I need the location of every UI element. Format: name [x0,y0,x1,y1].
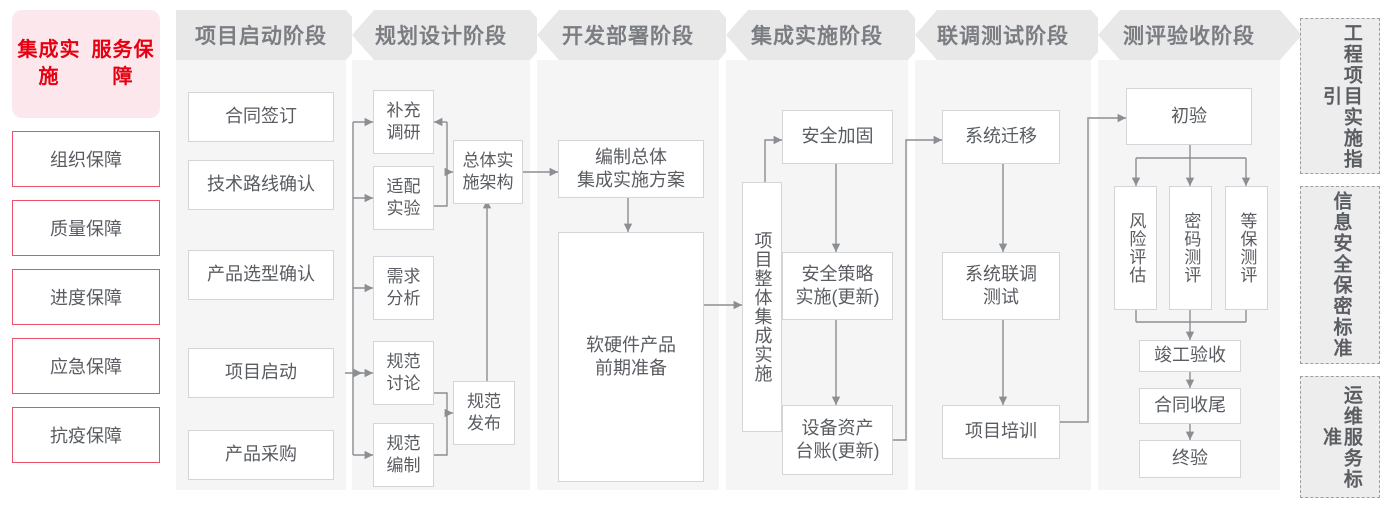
chevron-notch-icon-5 [915,10,937,60]
phase-header-1[interactable]: 项目启动阶段 [176,10,368,60]
chevron-notch-icon-2 [352,10,374,60]
phase-header-wrap-1: 项目启动阶段 [176,10,368,60]
chevron-notch-icon-4 [726,10,748,60]
phase-header-wrap-5: 联调测试阶段 [915,10,1113,60]
node-preliminary-acceptance[interactable]: 初验 [1126,88,1252,145]
brand-card: 集成实施 服务保障 [12,10,160,118]
node-product-selection-confirm[interactable]: 产品选型确认 [188,250,334,300]
phase-title-6: 测评验收阶段 [1123,25,1255,48]
phase-header-wrap-2: 规划设计阶段 [352,10,552,60]
phase-header-3[interactable]: 开发部署阶段 [537,10,741,60]
phase-title-5: 联调测试阶段 [937,25,1069,48]
node-compile-overall-integration-plan[interactable]: 编制总体 集成实施方案 [558,140,704,198]
phase-title-1: 项目启动阶段 [195,25,327,48]
node-standard-drafting[interactable]: 规范 编制 [373,423,434,487]
standard-label-engineering-guide: 工程项目实施指引 [1320,22,1362,170]
node-project-training[interactable]: 项目培训 [942,405,1060,459]
phase-title-2: 规划设计阶段 [375,25,507,48]
phase-title-4: 集成实施阶段 [751,25,883,48]
guarantee-item-organization[interactable]: 组织保障 [12,131,160,187]
guarantee-item-emergency[interactable]: 应急保障 [12,338,160,394]
node-contract-signing[interactable]: 合同签订 [188,92,334,142]
node-contract-closure[interactable]: 合同收尾 [1139,388,1241,424]
phase-header-wrap-3: 开发部署阶段 [537,10,741,60]
chevron-notch-icon-6 [1098,10,1120,60]
standard-label-ops-service-standard: 运维服务标准 [1320,384,1362,490]
node-security-hardening[interactable]: 安全加固 [782,110,893,164]
node-crypto-evaluation[interactable]: 密码测评 [1169,186,1212,310]
phase-header-wrap-6: 测评验收阶段 [1098,10,1302,60]
node-security-policy-implementation[interactable]: 安全策略 实施(更新) [782,252,893,320]
node-adaptation-experiment[interactable]: 适配 实验 [373,166,434,230]
node-mlps-evaluation[interactable]: 等保测评 [1225,186,1268,310]
phase-header-6[interactable]: 测评验收阶段 [1098,10,1302,60]
guarantee-sidebar: 集成实施 服务保障 组织保障 质量保障 进度保障 应急保障 抗疫保障 [12,10,160,463]
phase-title-3: 开发部署阶段 [562,25,694,48]
node-product-procurement[interactable]: 产品采购 [188,430,334,480]
phase-header-2[interactable]: 规划设计阶段 [352,10,552,60]
node-project-kickoff[interactable]: 项目启动 [188,348,334,398]
node-final-acceptance[interactable]: 终验 [1139,440,1241,478]
phase-header-4[interactable]: 集成实施阶段 [726,10,930,60]
node-supplementary-research[interactable]: 补充 调研 [373,90,434,154]
standard-panel-engineering-guide[interactable]: 工程项目实施指引 [1300,18,1380,174]
node-standard-release[interactable]: 规范 发布 [453,381,515,445]
node-system-joint-debug-test[interactable]: 系统联调 测试 [942,252,1060,320]
chevron-notch-icon-3 [537,10,559,60]
brand-line-2: 服务保障 [91,39,155,88]
node-requirement-analysis[interactable]: 需求 分析 [373,256,434,320]
guarantee-item-quality[interactable]: 质量保障 [12,200,160,256]
standard-label-infosec-standard: 信息安全保密标准 [1330,191,1352,359]
node-hardware-software-preparation[interactable]: 软硬件产品 前期准备 [558,232,704,482]
chevron-point-icon-6 [1280,10,1302,60]
node-overall-implementation-architecture[interactable]: 总体实 施架构 [453,140,523,204]
standard-panel-infosec-standard[interactable]: 信息安全保密标准 [1300,186,1380,364]
node-standard-discussion[interactable]: 规范 讨论 [373,341,434,405]
brand-line-1: 集成实施 [17,39,81,88]
guarantee-item-epidemic[interactable]: 抗疫保障 [12,407,160,463]
node-system-migration[interactable]: 系统迁移 [942,110,1060,164]
standard-panel-ops-service-standard[interactable]: 运维服务标准 [1300,376,1380,498]
guarantee-item-schedule[interactable]: 进度保障 [12,269,160,325]
node-tech-route-confirm[interactable]: 技术路线确认 [188,160,334,210]
node-completion-acceptance[interactable]: 竣工验收 [1139,340,1241,372]
node-equipment-asset-ledger[interactable]: 设备资产 台账(更新) [782,405,893,475]
phase-header-wrap-4: 集成实施阶段 [726,10,930,60]
node-risk-assessment[interactable]: 风险评估 [1114,186,1157,310]
node-overall-project-integration[interactable]: 项目整体集成实施 [742,182,782,432]
phase-header-5[interactable]: 联调测试阶段 [915,10,1113,60]
